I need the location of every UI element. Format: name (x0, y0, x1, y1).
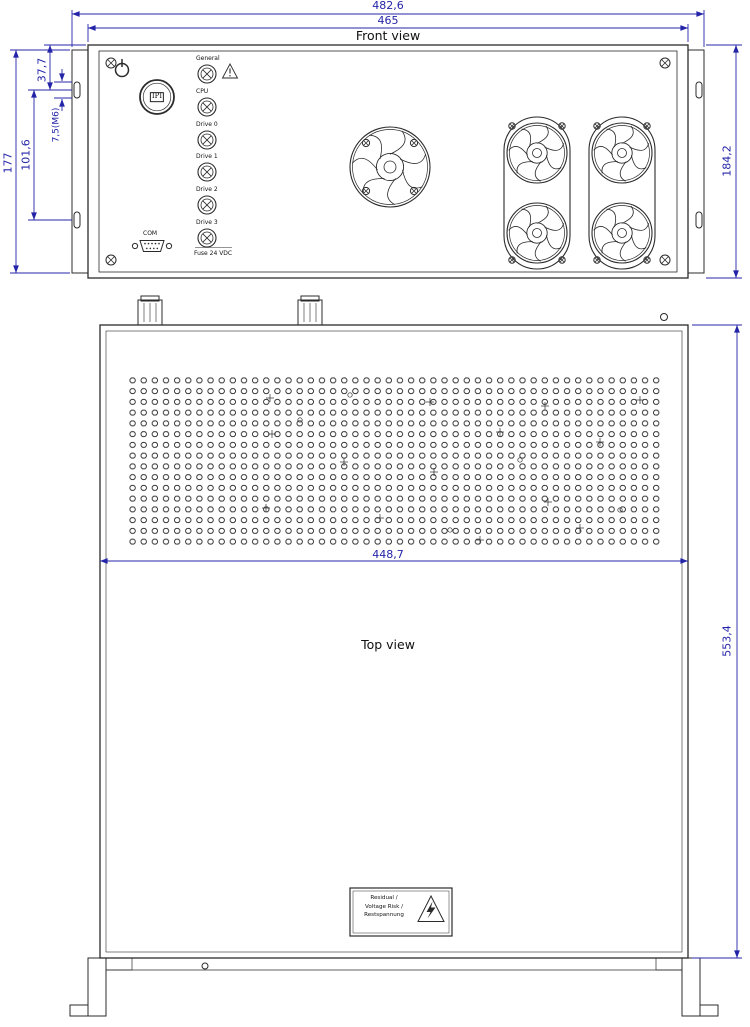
led-label-drive-2: Drive 2 (196, 186, 218, 193)
warning-line: Restspannung (364, 912, 404, 919)
led-label-drive-1: Drive 1 (196, 153, 218, 160)
foot-bracket (681, 957, 719, 1017)
warning-triangle-icon (221, 63, 239, 79)
fuse-label: Fuse 24 VDC (194, 250, 233, 257)
module-screw (508, 256, 516, 264)
warning-label (349, 887, 453, 937)
connector-cpu (197, 97, 217, 117)
front-view-chassis (71, 44, 705, 279)
connector-drive-1 (197, 162, 217, 182)
panel-screw (105, 254, 117, 266)
module-screw (558, 256, 566, 264)
dim-mounting-height: 177 (1, 152, 15, 174)
mounting-clip (137, 295, 163, 326)
dim-vent-width: 448,7 (372, 548, 404, 561)
panel-screw (105, 57, 117, 69)
connector-drive-3 (197, 228, 217, 248)
led-label-drive-0: Drive 0 (196, 121, 218, 128)
led-label-general: General (196, 55, 220, 62)
vent-perforation (126, 374, 662, 546)
rear-stud (660, 313, 668, 321)
dimension-lines (10, 10, 742, 959)
top-view-title: Top view (361, 637, 415, 652)
connector-general (197, 64, 217, 84)
fan-screw (409, 186, 419, 196)
module-screw (558, 122, 566, 130)
dim-panel-width: 465 (377, 14, 399, 27)
module-screw (508, 122, 516, 130)
module-fan (591, 122, 653, 184)
panel-screw (659, 57, 671, 69)
warning-line: Voltage Risk / (364, 903, 404, 910)
connector-drive-2 (197, 195, 217, 215)
com-label: COM (143, 230, 158, 237)
foot-bracket (69, 957, 107, 1017)
fan-screw (361, 186, 371, 196)
power-icon (114, 59, 130, 78)
dim-slot-pitch: 101,6 (19, 139, 33, 171)
module-fan (506, 122, 568, 184)
brand-logo-badge (139, 79, 175, 115)
dim-slot-offset-top: 37,7 (35, 57, 49, 83)
connector-drive-0 (197, 130, 217, 150)
dim-slot-size: 7,5(M6) (51, 107, 62, 143)
module-fan (506, 202, 568, 264)
dim-depth: 553,4 (720, 625, 734, 657)
led-label-drive-3: Drive 3 (196, 219, 218, 226)
high-voltage-icon (417, 894, 445, 922)
module-screw (643, 122, 651, 130)
top-view-chassis (69, 295, 719, 1017)
warning-label-text: Residual / Voltage Risk / Restspannung (354, 894, 414, 920)
front-view-title: Front view (355, 28, 421, 43)
com-port-db9 (131, 240, 173, 252)
dim-overall-width: 482,6 (372, 0, 404, 12)
dim-overall-height: 184,2 (720, 145, 734, 177)
module-screw (643, 256, 651, 264)
module-screw (593, 122, 601, 130)
mounting-clip (297, 295, 323, 326)
fan-screw (409, 138, 419, 148)
fan-screw (361, 138, 371, 148)
brand-logo-text: IPI (149, 92, 165, 102)
panel-screw (659, 254, 671, 266)
led-label-cpu: CPU (196, 88, 209, 95)
warning-line: Residual / (370, 895, 398, 901)
center-fan (349, 126, 431, 208)
module-screw (593, 256, 601, 264)
module-fan (591, 202, 653, 264)
bottom-stud (201, 962, 209, 970)
